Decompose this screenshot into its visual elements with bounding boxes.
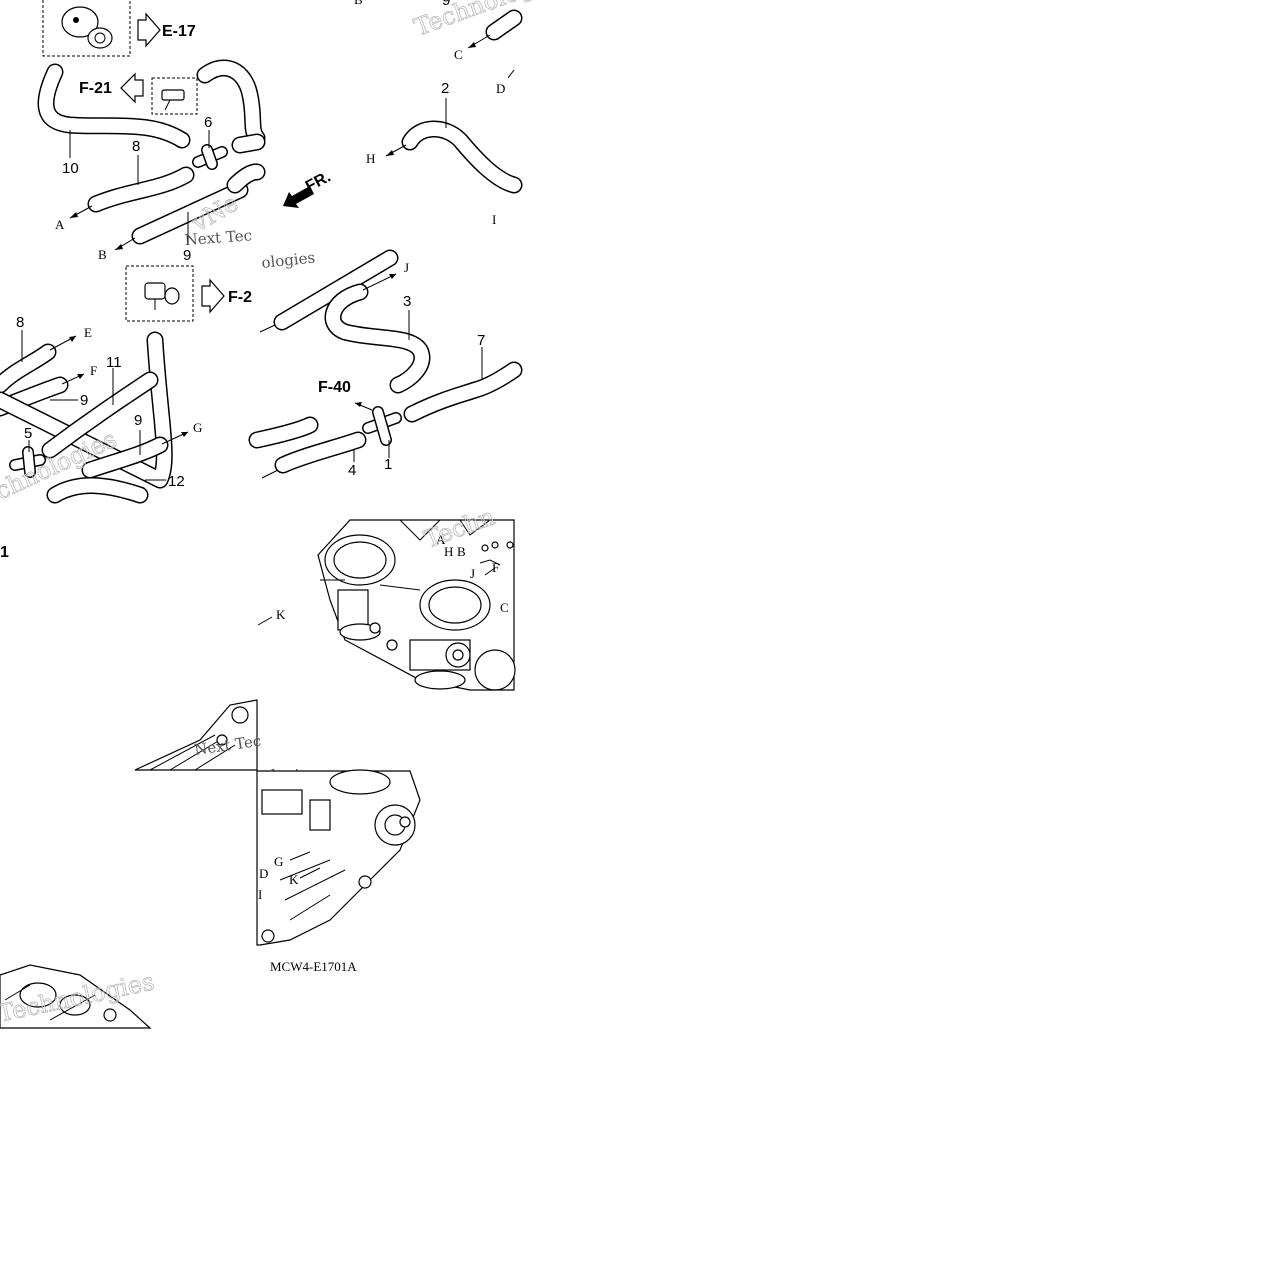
letter-f: F [90, 363, 97, 378]
letter-i-lower: I [258, 887, 262, 902]
tile-top-left: E-17 F-21 10 6 8 [37, 0, 266, 264]
part-number-7: 7 [477, 332, 485, 349]
t-joint-6 [192, 144, 228, 170]
letter-f-tb: F [492, 560, 499, 575]
drawing-code: MCW4-E1701A [270, 959, 357, 974]
part-number-9-mid: 9 [80, 392, 88, 409]
e17-part-box [42, 0, 131, 57]
letter-c-tb: C [500, 600, 509, 615]
callout-f21-b[interactable]: F-2 [228, 289, 252, 306]
callout-f21[interactable]: F-21 [79, 80, 112, 97]
arrow-to-e17-icon [137, 12, 161, 48]
arrow-to-f21-icon [201, 278, 225, 314]
letter-a: A [55, 217, 65, 232]
letter-b-top: B [354, 0, 363, 7]
arrow-from-f21-icon [120, 72, 144, 104]
connector-part-icon [161, 89, 185, 111]
letter-d: D [496, 81, 505, 96]
watermark-next-tec: Next Tec [184, 226, 252, 249]
letter-j: J [404, 260, 409, 275]
tile-lower-left-fragment: Next Tec [134, 699, 262, 771]
letter-j-tb: J [470, 566, 475, 581]
letter-h-tb: H [444, 544, 453, 559]
t-joint-5 [9, 446, 46, 478]
tile-middle-left: F-2 8 E F 11 9 9 G 12 [0, 265, 252, 506]
valve-part-icon [61, 6, 113, 49]
f21-part-box-2 [125, 265, 194, 322]
letter-k-lower: K [289, 872, 299, 887]
letter-d-lower: D [259, 866, 268, 881]
part-number-9-cut: 9 [442, 0, 450, 9]
part-number-6: 6 [204, 114, 212, 131]
part-number-3: 3 [403, 293, 411, 310]
letter-c: C [454, 47, 463, 62]
part-number-10: 10 [62, 160, 79, 177]
letter-a-tb: A [436, 532, 446, 547]
letter-e: E [84, 325, 92, 340]
letter-k: K [276, 607, 286, 622]
tile-bottom-left-fragment: Technologies [0, 964, 157, 1029]
part-number-2: 2 [441, 80, 449, 97]
part-number-4: 4 [348, 462, 356, 479]
callout-f40[interactable]: F-40 [318, 379, 351, 396]
part-number-8-mid: 8 [16, 314, 24, 331]
tile-top-middle: B 9 Technologies C D 2 H FR. I [283, 0, 570, 227]
part-number-8-top: 8 [132, 138, 140, 155]
part-number-11: 11 [106, 354, 122, 371]
part-number-1: 1 [384, 456, 392, 473]
part-number-9-top: 9 [183, 247, 191, 264]
letter-b: B [98, 247, 107, 262]
callout-e17[interactable]: E-17 [162, 23, 196, 40]
part-number-12: 12 [168, 473, 185, 490]
part-number-1-cut: 1 [0, 544, 9, 561]
tile-center: ologies J 3 7 F-40 1 [248, 248, 523, 479]
throttle-body-lower-illustration [256, 769, 421, 946]
letter-b-tb: B [457, 544, 466, 559]
watermark-ologies: ologies [261, 248, 316, 272]
letter-h: H [366, 151, 375, 166]
part-number-9-g: 9 [134, 412, 142, 429]
f21-part-box [151, 77, 198, 115]
letter-i: I [492, 212, 496, 227]
cross-joint-1 [362, 406, 402, 446]
front-direction-arrow-icon [283, 186, 314, 208]
tile-throttle-body-bottom: ologies D G K I MCW4-E1701A [256, 766, 421, 974]
elbow-part-icon [144, 282, 180, 310]
part-number-5: 5 [24, 425, 32, 442]
letter-g-lower: G [274, 854, 283, 869]
letter-g: G [193, 420, 202, 435]
throttle-body-illustration [317, 519, 516, 691]
tile-throttle-body-top: 1 K A H B J F C Tec [0, 502, 516, 691]
